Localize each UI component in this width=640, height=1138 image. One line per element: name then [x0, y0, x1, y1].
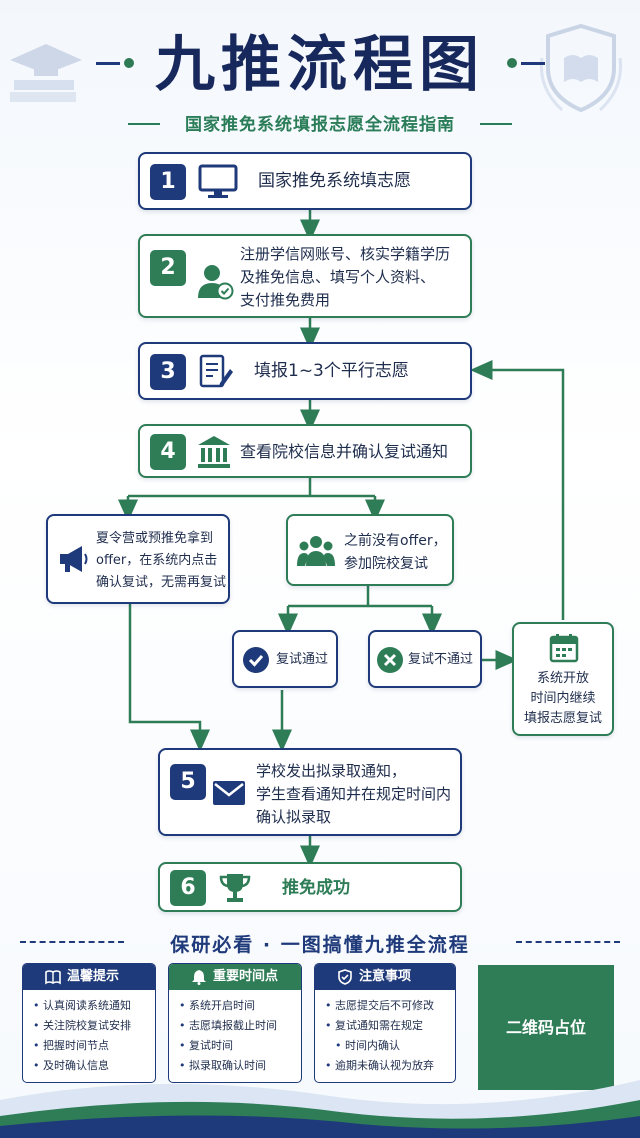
page-subtitle: 国家推免系统填报志愿全流程指南 — [185, 115, 455, 135]
bottom-banner: 保研必看 · 一图搞懂九推全流程 — [170, 934, 470, 956]
fail-text: 复试不通过 — [408, 652, 474, 667]
step-5-line-2: 学生查看通知并在规定时间内 — [256, 785, 452, 803]
step-4-box: 4 查看院校信息并确认复试通知 — [138, 424, 472, 478]
check-circle-icon — [243, 647, 269, 673]
bell-icon — [192, 970, 206, 985]
offer-line-2: offer，在系统内点击 — [96, 553, 218, 568]
timeline-card-header: 重要时间点 — [169, 964, 301, 990]
envelope-icon — [213, 781, 245, 805]
step-4-text: 查看院校信息并确认复试通知 — [240, 442, 449, 461]
no-offer-line-2: 参加院校复试 — [344, 556, 428, 572]
step-5-line-1: 学校发出拟录取通知， — [256, 762, 407, 780]
fail-box: 复试不通过 — [368, 630, 482, 688]
title-dot-right — [507, 58, 517, 68]
notes-item: 时间内确认 — [325, 1036, 455, 1056]
tips-item: 关注院校复试安排 — [33, 1016, 155, 1036]
step-1-box: 1 国家推免系统填志愿 — [138, 152, 472, 210]
title-dot-left — [124, 58, 134, 68]
shield-check-icon — [338, 969, 352, 985]
pass-box: 复试通过 — [232, 630, 338, 688]
timeline-item: 拟录取确认时间 — [179, 1056, 301, 1076]
notes-card: 注意事项 志愿提交后不可修改 复试通知需在规定 时间内确认 逾期未确认视为放弃 — [314, 963, 456, 1083]
no-offer-line-1: 之前没有offer， — [344, 533, 447, 549]
tips-item: 把握时间节点 — [33, 1036, 155, 1056]
arrow-offer-to-5 — [128, 604, 210, 752]
step-2-line-1: 注册学信网账号、核实学籍学历 — [240, 245, 451, 263]
graduation-cap-deco-icon — [10, 44, 82, 102]
tips-item: 认真阅读系统通知 — [33, 996, 155, 1016]
flow-connectors — [118, 210, 565, 868]
step-3-number: 3 — [150, 354, 186, 390]
bottom-wave-decoration — [0, 1080, 640, 1138]
tips-item: 及时确认信息 — [33, 1056, 155, 1076]
step-5-number: 5 — [170, 764, 206, 800]
step-5-line-3: 确认拟录取 — [256, 808, 332, 826]
step-3-text: 填报1~3个平行志愿 — [254, 361, 409, 381]
notes-item: 志愿提交后不可修改 — [325, 996, 455, 1016]
step-4-number: 4 — [150, 434, 186, 470]
group-icon — [297, 536, 335, 566]
timeline-card-title: 重要时间点 — [213, 969, 279, 984]
step-6-box: 6 推免成功 — [158, 862, 462, 912]
tips-card-header: 温馨提示 — [23, 964, 155, 990]
offer-line-3: 确认复试，无需再复试 — [96, 575, 227, 590]
notes-item: 复试通知需在规定 — [325, 1016, 455, 1036]
banner-line-right — [516, 941, 620, 943]
notes-card-title: 注意事项 — [359, 969, 412, 984]
offer-line-1: 夏令营或预推免拿到 — [96, 531, 214, 546]
x-circle-icon — [377, 647, 403, 673]
page-title: 九推流程图 — [155, 30, 485, 100]
timeline-item: 复试时间 — [179, 1036, 301, 1056]
tips-list: 认真阅读系统通知 关注院校复试安排 把握时间节点 及时确认信息 — [23, 990, 155, 1076]
notes-card-header: 注意事项 — [315, 964, 455, 990]
banner-line-left — [20, 941, 124, 943]
retry-line-3: 填报志愿复试 — [523, 711, 602, 726]
user-check-icon — [198, 265, 234, 300]
step-6-number: 6 — [170, 870, 206, 906]
step-2-line-2: 及推免信息、填写个人资料、 — [240, 268, 436, 286]
step-5-box: 5 学校发出拟录取通知， 学生查看通知并在规定时间内 确认拟录取 — [158, 748, 462, 836]
title-decoration-left — [96, 62, 120, 65]
tips-card: 温馨提示 认真阅读系统通知 关注院校复试安排 把握时间节点 及时确认信息 — [22, 963, 156, 1083]
offer-branch-box: 夏令营或预推免拿到 offer，在系统内点击 确认复试，无需再复试 — [46, 514, 230, 604]
step-1-number: 1 — [150, 164, 186, 200]
megaphone-icon — [60, 546, 88, 572]
subtitle-line-right — [480, 123, 512, 125]
book-icon — [45, 970, 61, 985]
step-1-text: 国家推免系统填志愿 — [258, 171, 411, 191]
qr-code-placeholder: 二维码占位 — [478, 965, 614, 1090]
monitor-icon — [198, 164, 238, 198]
retry-line-1: 系统开放 — [536, 671, 589, 686]
timeline-list: 系统开启时间 志愿填报截止时间 复试时间 拟录取确认时间 — [169, 990, 301, 1076]
step-6-text: 推免成功 — [282, 878, 350, 898]
arrow-retry-to-3 — [470, 360, 565, 620]
title-decoration-right — [521, 62, 545, 65]
notes-item: 逾期未确认视为放弃 — [325, 1056, 455, 1076]
no-offer-branch-box: 之前没有offer， 参加院校复试 — [286, 514, 454, 586]
trophy-icon — [219, 874, 251, 902]
step-2-box: 2 注册学信网账号、核实学籍学历 及推免信息、填写个人资料、 支付推免费用 — [138, 234, 472, 318]
subtitle-line-left — [128, 123, 160, 125]
step-2-line-3: 支付推免费用 — [240, 291, 331, 309]
tips-card-title: 温馨提示 — [67, 969, 120, 984]
step-3-box: 3 填报1~3个平行志愿 — [138, 342, 472, 400]
institution-icon — [198, 436, 230, 468]
timeline-item: 志愿填报截止时间 — [179, 1016, 301, 1036]
retry-line-2: 时间内继续 — [530, 691, 596, 706]
step-2-number: 2 — [150, 250, 186, 286]
timeline-item: 系统开启时间 — [179, 996, 301, 1016]
retry-box: 系统开放 时间内继续 填报志愿复试 — [512, 622, 614, 736]
timeline-card: 重要时间点 系统开启时间 志愿填报截止时间 复试时间 拟录取确认时间 — [168, 963, 302, 1083]
edit-document-icon — [199, 354, 233, 388]
calendar-icon — [549, 634, 579, 663]
pass-text: 复试通过 — [276, 652, 329, 667]
notes-list: 志愿提交后不可修改 复试通知需在规定 时间内确认 逾期未确认视为放弃 — [315, 990, 455, 1076]
